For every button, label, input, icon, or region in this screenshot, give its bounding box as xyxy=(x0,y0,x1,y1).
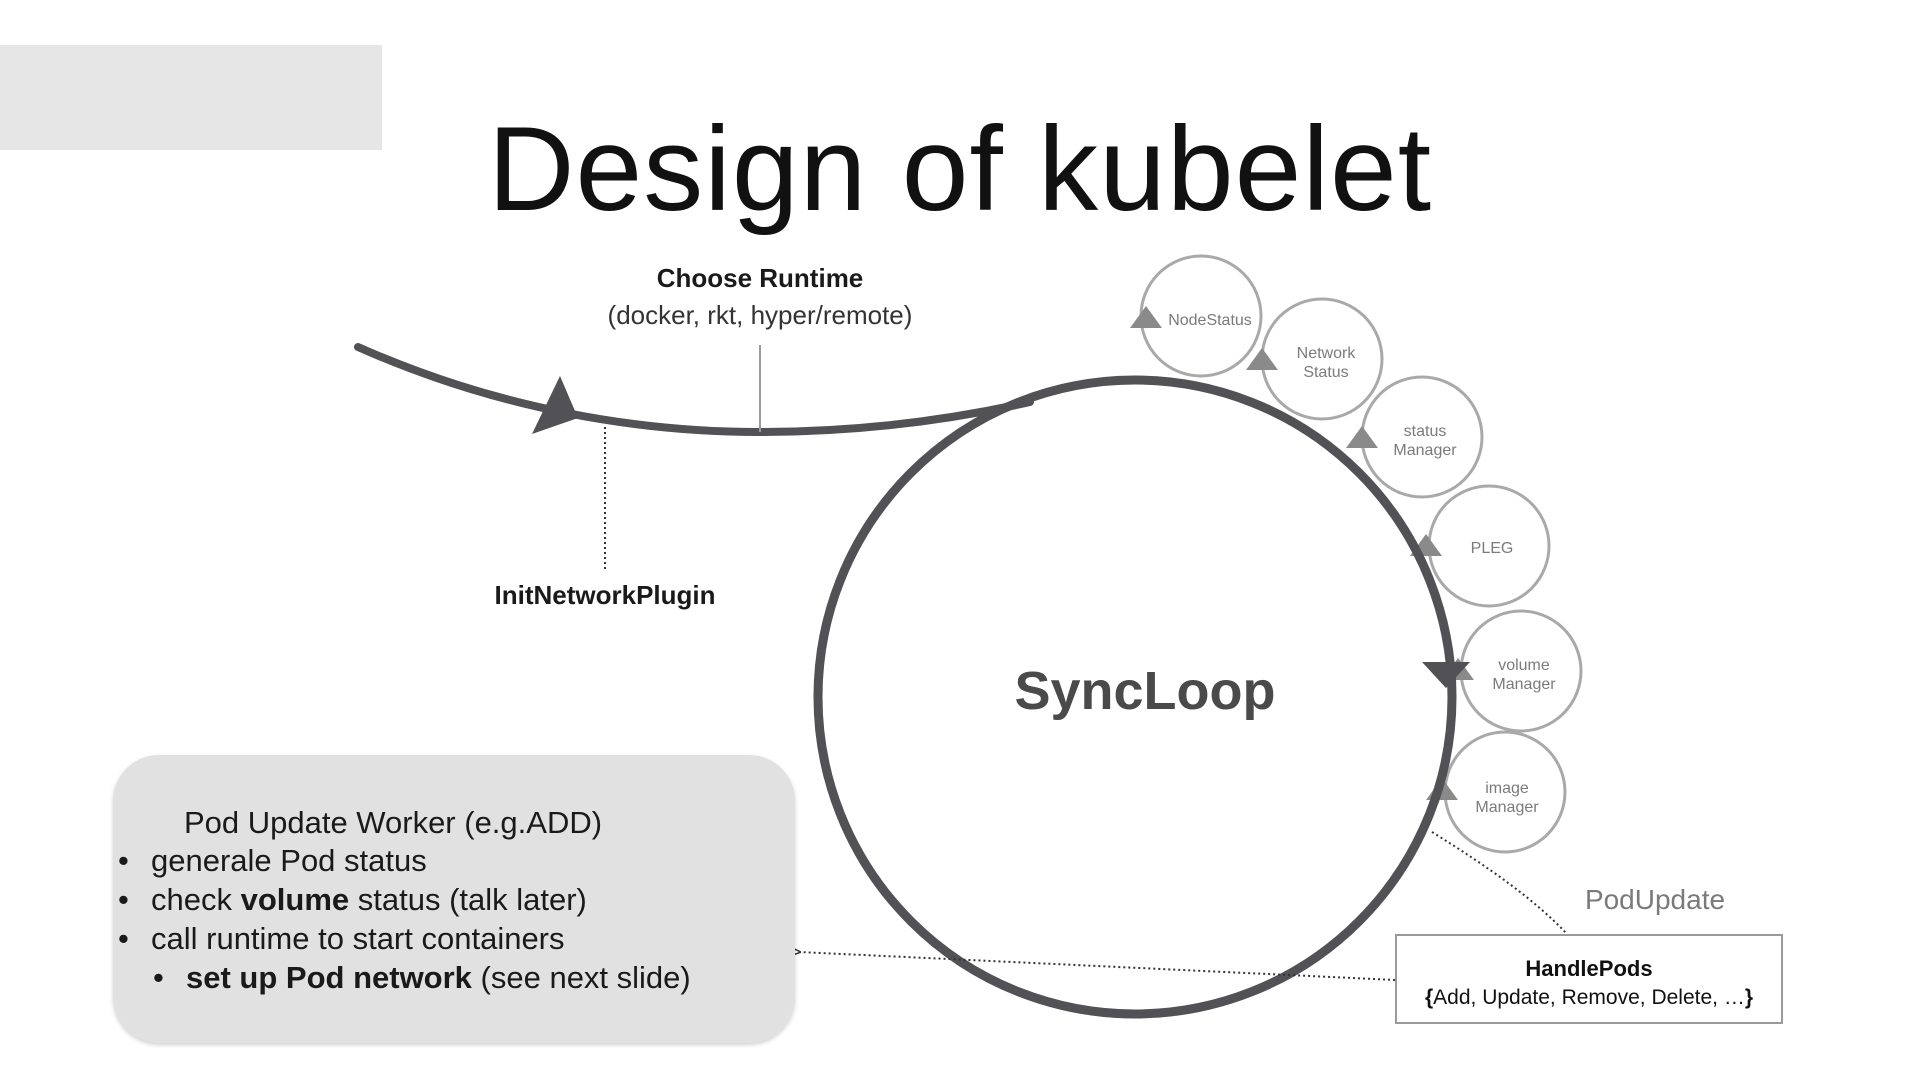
handle-pods-heading: HandlePods xyxy=(1525,956,1653,981)
init-network-plugin-label: InitNetworkPlugin xyxy=(494,580,716,610)
handle-pods-box: HandlePods {Add, Update, Remove, Delete,… xyxy=(1395,934,1783,1024)
volume-manager-label: volume Manager xyxy=(1492,657,1556,693)
syncloop-direction-arrowhead xyxy=(1422,662,1470,688)
worker-item-2: check volume status (talk later) xyxy=(118,880,788,919)
node-status-label: NodeStatus xyxy=(1168,312,1252,329)
incoming-arrowhead xyxy=(532,376,578,434)
node-status-circle xyxy=(1130,254,1263,378)
worker-item-1: generale Pod status xyxy=(118,841,788,880)
pod-update-worker-box: Pod Update Worker (e.g.ADD) generale Pod… xyxy=(113,755,795,1043)
status-manager-label: status Manager xyxy=(1393,423,1457,459)
status-manager-circle xyxy=(1346,375,1484,499)
choose-runtime-label: Choose Runtime (docker, rkt, hyper/remot… xyxy=(560,263,960,331)
worker-title: Pod Update Worker (e.g.ADD) xyxy=(183,805,603,840)
pod-update-label: PodUpdate xyxy=(1584,884,1726,915)
network-status-label: Network Status xyxy=(1296,345,1356,381)
runtime-options: (docker, rkt, hyper/remote) xyxy=(607,300,913,330)
corner-placeholder-block xyxy=(0,45,382,150)
incoming-runtime-curve xyxy=(354,343,1034,437)
syncloop-circle xyxy=(813,375,1457,1019)
syncloop-label: SyncLoop xyxy=(1014,661,1276,721)
image-manager-label: image Manager xyxy=(1475,780,1539,816)
worker-subitem-4: set up Pod network (see next slide) xyxy=(118,958,788,997)
slide-title: Design of kubelet xyxy=(487,102,1433,236)
handle-pods-ops: {Add, Update, Remove, Delete, …} xyxy=(1424,986,1754,1009)
worker-item-3: call runtime to start containers xyxy=(118,919,788,958)
pleg-label: PLEG xyxy=(1470,540,1514,557)
network-status-circle xyxy=(1246,297,1384,421)
worker-list: generale Pod status check volume status … xyxy=(118,841,788,997)
choose-runtime-heading: Choose Runtime xyxy=(656,263,864,293)
